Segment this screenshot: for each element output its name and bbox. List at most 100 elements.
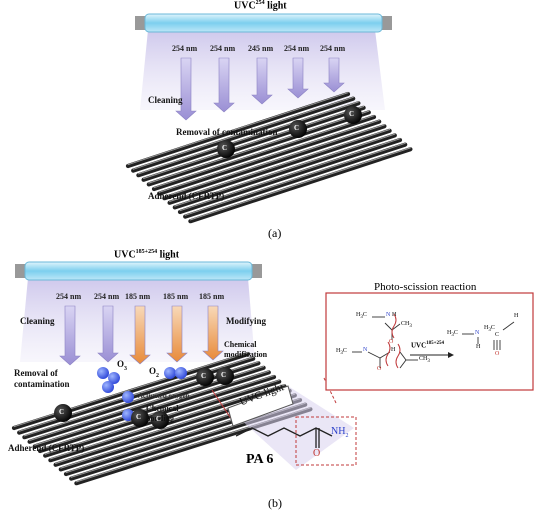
modifying-label: Modifying bbox=[226, 316, 267, 326]
fiber-strand bbox=[146, 110, 371, 187]
fiber-strand bbox=[167, 128, 392, 205]
atom-label: O bbox=[495, 351, 500, 357]
particle-label: C bbox=[222, 144, 228, 152]
contaminant-particle bbox=[289, 120, 307, 138]
contaminant-particle bbox=[131, 409, 149, 427]
adherend-label-b: Adherend (CFRTP) bbox=[8, 443, 85, 453]
uv-ray-arrow bbox=[175, 57, 197, 121]
fiber-strand bbox=[136, 101, 361, 178]
fiber-highlight bbox=[163, 124, 385, 198]
contaminant-particle bbox=[54, 404, 72, 422]
atom-label: H bbox=[392, 312, 397, 318]
fiber-highlight bbox=[127, 92, 349, 166]
fiber-highlight bbox=[179, 138, 401, 212]
fiber-strand bbox=[125, 91, 351, 169]
atom-label: CH3 bbox=[419, 356, 430, 365]
uv-ray-arrow bbox=[323, 57, 345, 93]
panel-a bbox=[125, 13, 413, 224]
fiber-strand bbox=[172, 133, 397, 210]
activated-oxygen bbox=[122, 391, 134, 403]
wavelength-label: 254 nm bbox=[56, 292, 82, 301]
uv-ray-arrow bbox=[287, 57, 309, 99]
wavelength-label: 254 nm bbox=[284, 44, 310, 53]
uv-arrows-b bbox=[59, 305, 224, 366]
atom-label: N bbox=[475, 330, 480, 336]
removal-label-a: Removal of contamination bbox=[176, 127, 278, 137]
particle-label: C bbox=[59, 408, 65, 416]
fiber-highlight bbox=[132, 96, 354, 170]
contaminant-particle bbox=[344, 106, 362, 124]
caption-a: (a) bbox=[268, 226, 282, 240]
photo-scission-inset bbox=[325, 292, 534, 391]
uv-ray-arrow bbox=[251, 57, 273, 105]
atom-label: H3C bbox=[447, 330, 458, 339]
lamp-label-a: UVC254 light bbox=[234, 0, 287, 12]
cfrtp-plate-a bbox=[125, 91, 413, 224]
ozone-molecule bbox=[97, 367, 120, 393]
contaminant-particle bbox=[196, 368, 214, 386]
uv-ray-arrow bbox=[97, 305, 119, 363]
uv-ray-arrow bbox=[213, 57, 235, 113]
atom-label: C bbox=[495, 332, 500, 338]
wavelength-label: 254 nm bbox=[210, 44, 236, 53]
fiber-highlight bbox=[148, 110, 370, 184]
fiber-highlight bbox=[153, 115, 375, 189]
atom-label: N bbox=[386, 312, 391, 318]
nh2-label: NH2 bbox=[331, 426, 349, 439]
atom-label: O bbox=[389, 339, 394, 345]
reaction-arrow-head bbox=[448, 352, 454, 358]
wavelength-label: 185 nm bbox=[125, 292, 151, 301]
atom-label: H bbox=[476, 344, 481, 350]
uvc-light-box bbox=[227, 385, 354, 470]
contaminant-particle bbox=[217, 140, 235, 158]
wavelength-label: 185 nm bbox=[163, 292, 189, 301]
fiber-strand bbox=[141, 105, 366, 182]
uv-arrows-a bbox=[175, 57, 345, 121]
fiber-highlight bbox=[174, 133, 396, 207]
particle-label: C bbox=[156, 415, 162, 423]
chemical-modification-label: Chemical modification bbox=[224, 340, 268, 359]
fiber-highlight bbox=[189, 147, 411, 221]
oxygen-molecule bbox=[164, 367, 187, 379]
particle-label: C bbox=[136, 413, 142, 421]
wavelength-label: 254 nm bbox=[94, 292, 120, 301]
cleaning-label-a: Cleaning bbox=[148, 95, 183, 105]
uv-lamp-a bbox=[135, 13, 392, 33]
amide-highlight-box bbox=[295, 416, 357, 466]
activated-oxygen-label: Activated oxygen bbox=[138, 392, 190, 400]
oxygen-label: O2 bbox=[149, 366, 160, 379]
pa6-label: PA 6 bbox=[246, 452, 274, 467]
wavelength-label: 254 nm bbox=[172, 44, 198, 53]
ozone-label: O3 bbox=[117, 359, 128, 372]
atom-label: H3C bbox=[484, 325, 495, 334]
fiber-strand bbox=[32, 370, 271, 449]
uv-lamp-b bbox=[15, 261, 262, 281]
uv-ray-arrow bbox=[59, 305, 81, 366]
atom-label: O bbox=[377, 366, 382, 372]
fiber-highlight bbox=[137, 101, 359, 175]
uv-ray-arrow bbox=[202, 305, 224, 361]
atom-label: H bbox=[514, 313, 519, 319]
uv-ray-arrow bbox=[166, 305, 188, 363]
fiber-highlight bbox=[158, 119, 380, 193]
reaction-arrow-label: UVC185+254 bbox=[411, 341, 445, 350]
fiber-strand bbox=[157, 119, 382, 196]
atom-label: N bbox=[363, 347, 368, 353]
fiber-strand bbox=[131, 96, 356, 173]
product-structure bbox=[462, 321, 515, 350]
panel-b bbox=[11, 261, 357, 486]
atom-label: CH3 bbox=[401, 321, 412, 330]
particle-label: C bbox=[201, 372, 207, 380]
removal-label-b: Removal of contamination bbox=[14, 368, 70, 389]
inset-title: Photo-scission reaction bbox=[374, 281, 477, 293]
atom-label: H3C bbox=[336, 348, 347, 357]
fiber-highlight bbox=[143, 106, 365, 179]
wavelength-label: 254 nm bbox=[320, 44, 346, 53]
uv-ray-arrow bbox=[129, 305, 151, 365]
fiber-strand bbox=[11, 351, 251, 431]
cleaning-label-b: Cleaning bbox=[20, 316, 55, 326]
reactant-structure bbox=[352, 316, 418, 369]
adherend-label-a: Adherend (CFRTP) bbox=[148, 191, 225, 201]
wavelength-label: 185 nm bbox=[199, 292, 225, 301]
